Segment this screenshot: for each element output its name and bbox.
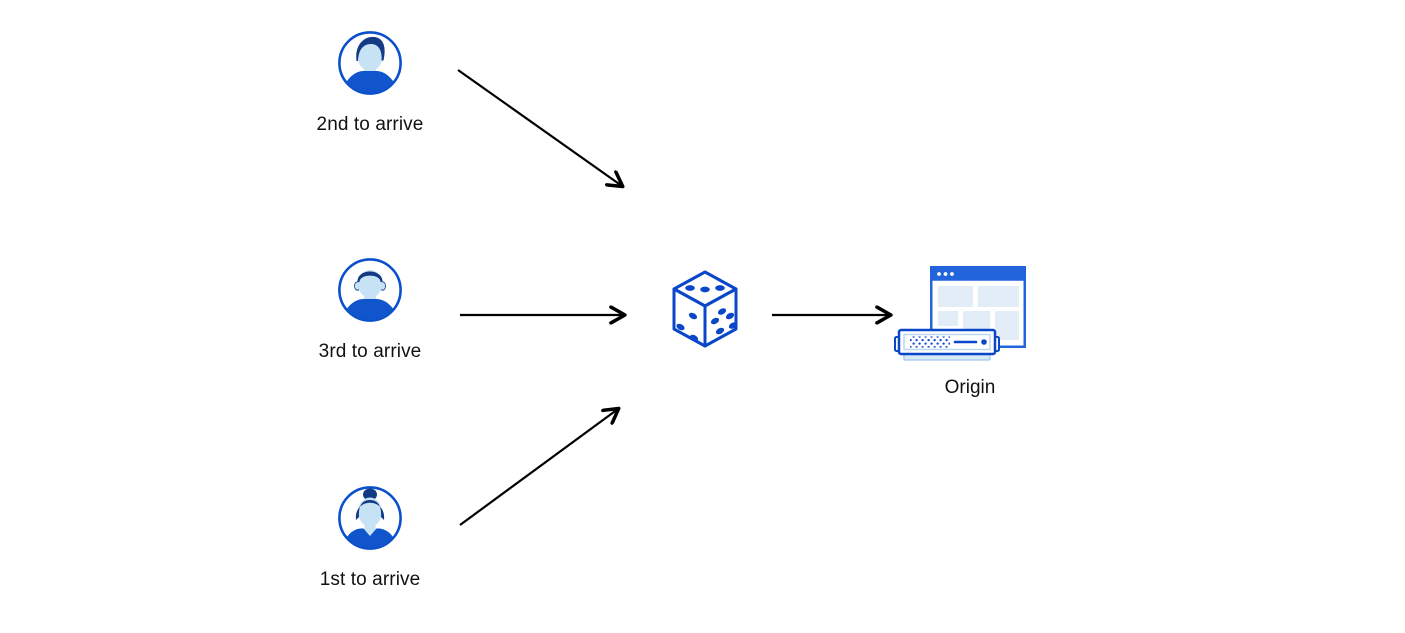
visitor-node-2nd: 2nd to arrive: [285, 30, 455, 136]
arrow-visitor1-to-dice: [459, 409, 618, 526]
visitor-node-1st: 1st to arrive: [285, 485, 455, 591]
visitor-label: 1st to arrive: [319, 569, 421, 590]
avatar-man-short-hair-icon: [338, 258, 402, 322]
dice-node: [668, 268, 742, 353]
avatar-woman-bun-icon: [338, 486, 402, 550]
visitor-node-3rd: 3rd to arrive: [285, 257, 455, 363]
arrow-visitor2-to-dice: [457, 69, 622, 186]
avatar-man-swept-hair-icon: [338, 31, 402, 95]
visitor-label: 2nd to arrive: [316, 114, 424, 135]
origin-label: Origin: [944, 377, 996, 398]
server-icon: [894, 328, 1000, 361]
dice-icon: [672, 270, 738, 348]
visitor-label: 3rd to arrive: [318, 341, 422, 362]
